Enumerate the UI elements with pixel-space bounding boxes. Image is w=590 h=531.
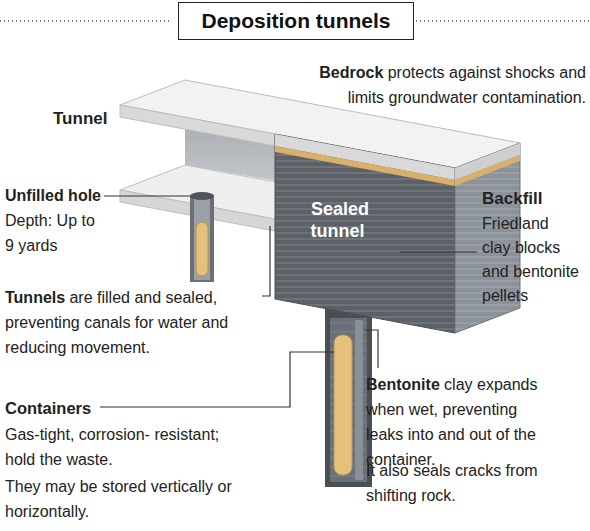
label-heading: Bedrock <box>319 64 383 81</box>
backfill-layer <box>275 146 455 186</box>
text-block: Depth: Up to 9 yards <box>5 208 105 258</box>
label-text: protects against shocks and limits groun… <box>348 64 586 106</box>
label-heading: Backfill <box>482 189 542 208</box>
sealed-tunnel-side <box>455 143 520 333</box>
text-block: Tunnel <box>53 106 173 131</box>
leader-line <box>100 352 334 407</box>
diagram-title: Deposition tunnels <box>178 2 414 40</box>
text-block: Containers <box>5 396 155 421</box>
title-rule <box>416 20 590 21</box>
label-heading: Unfilled hole <box>5 187 101 204</box>
leader-line <box>104 195 190 196</box>
text-block: They may be stored vertically or horizon… <box>5 474 247 524</box>
label-heading: Bentonite <box>366 376 440 393</box>
bentonite-buffer <box>330 318 367 482</box>
deposition-hole <box>190 196 214 282</box>
deposition-hole <box>325 308 372 487</box>
text-block: Bedrockprotects against shocks and limit… <box>290 60 586 110</box>
bedrock-edge <box>120 105 275 146</box>
backfill-layer <box>455 155 520 186</box>
bentonite-buffer <box>355 320 363 480</box>
text-block: Tunnelsare filled and sealed, preventing… <box>5 285 267 360</box>
label-heading: Tunnel <box>53 109 107 128</box>
label-heading: Containers <box>5 399 91 417</box>
text-block: Backfill <box>482 186 587 211</box>
label-text: Friedland clay blocks and bentonite pell… <box>482 215 579 304</box>
title-rule <box>0 20 172 21</box>
label-heading: Sealed tunnel <box>311 199 369 241</box>
text-block: Friedland clay blocks and bentonite pell… <box>482 212 580 308</box>
deposition-hole-shaft <box>194 198 210 280</box>
text-block: It also seals cracks from shifting rock. <box>366 458 581 508</box>
text-block: Bentoniteclay expands when wet, preventi… <box>366 372 556 472</box>
waste-container <box>334 335 352 475</box>
text-block: Gas-tight, corrosion- resistant; hold th… <box>5 422 247 472</box>
label-text: They may be stored vertically or horizon… <box>5 478 232 520</box>
label-heading: Tunnels <box>5 289 65 306</box>
label-text: Gas-tight, corrosion- resistant; hold th… <box>5 426 219 468</box>
waste-container <box>196 222 208 276</box>
sealed-tunnel-face <box>275 134 455 333</box>
hole-opening <box>190 192 214 200</box>
leader-line <box>262 226 270 296</box>
leader-line <box>400 251 477 252</box>
leader-line <box>365 330 378 368</box>
text-block: Sealed tunnel <box>300 198 380 242</box>
text-block: Unfilled hole <box>5 183 125 208</box>
label-text: Depth: Up to 9 yards <box>5 212 95 254</box>
label-text: It also seals cracks from shifting rock. <box>366 462 538 504</box>
